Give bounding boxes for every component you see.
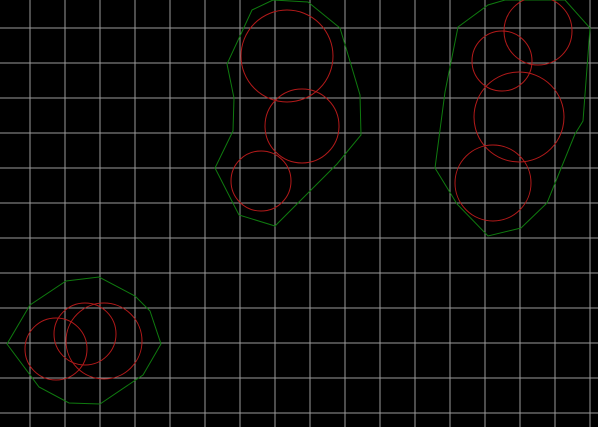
cluster-bottom-left-circle-1 (53, 302, 117, 366)
cluster-top-middle (214, 0, 362, 227)
cluster-top-middle-circle-0 (240, 9, 334, 103)
cluster-bottom-left-circle-0 (65, 302, 143, 380)
cluster-top-right-hull (434, 0, 591, 237)
cluster-top-right-circle-1 (471, 30, 533, 92)
cluster-bottom-left-hull (6, 276, 162, 405)
cluster-top-right-circle-3 (454, 144, 532, 222)
cluster-top-middle-hull (214, 0, 362, 227)
cluster-top-middle-circle-2 (230, 150, 292, 212)
cluster-top-right-circle-2 (473, 71, 565, 163)
cluster-bottom-left-circle-2 (24, 317, 88, 381)
cluster-top-middle-circle-1 (264, 88, 340, 164)
cluster-bottom-left (6, 276, 162, 405)
cluster-top-right (434, 0, 591, 237)
clusters (6, 0, 591, 405)
